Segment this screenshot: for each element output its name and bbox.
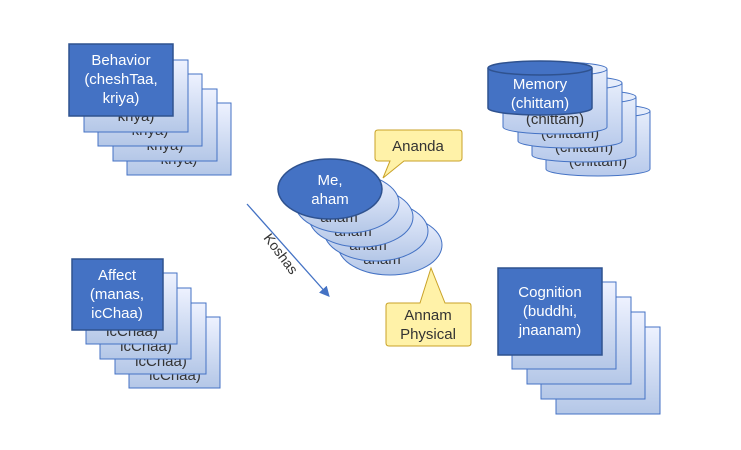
- behavior-label-line3: kriya): [103, 90, 140, 107]
- behavior-stack: kriya) kriya) kriya) kriya) Behavior (ch…: [68, 43, 232, 176]
- memory-front-cylinder: Memory (chittam): [487, 60, 593, 116]
- behavior-front-card: [68, 43, 174, 117]
- behavior-label-line2: (cheshTaa,: [84, 71, 157, 88]
- annam-label-line1: Annam: [404, 307, 452, 324]
- annam-callout: Annam Physical: [385, 266, 472, 347]
- annam-label-line2: Physical: [400, 326, 456, 343]
- self-label-line2: aham: [311, 191, 349, 208]
- memory-stack: (chittam) (chittam) (chittam) (chittam) …: [487, 60, 651, 177]
- cognition-label-line3: jnaanam): [518, 322, 582, 339]
- self-stack: aham aham aham aham Me, aham: [277, 158, 443, 276]
- memory-label-line2: (chittam): [511, 95, 569, 112]
- behavior-label-line1: Behavior: [91, 52, 150, 69]
- self-front-ellipse: [277, 158, 383, 220]
- ananda-callout: Ananda: [374, 129, 463, 179]
- affect-label-line1: Affect: [98, 267, 137, 284]
- cognition-label-line1: Cognition: [518, 284, 581, 301]
- koshas-arrow-line: [246, 203, 330, 297]
- memory-label-line1: Memory: [513, 76, 568, 93]
- affect-front-card: [71, 258, 164, 331]
- cognition-stack: Cognition (buddhi, jnaanam): [497, 267, 661, 415]
- affect-label-line2: (manas,: [90, 286, 144, 303]
- affect-stack: icChaa) icChaa) icChaa) icChaa) Affect (…: [71, 258, 221, 389]
- cognition-front-card: [497, 267, 603, 356]
- cognition-label-line2: (buddhi,: [523, 303, 577, 320]
- self-label-line1: Me,: [317, 172, 342, 189]
- affect-label-line3: icChaa): [91, 305, 143, 322]
- ananda-label: Ananda: [392, 138, 444, 155]
- koshas-arrow-label: Koshas: [261, 230, 302, 277]
